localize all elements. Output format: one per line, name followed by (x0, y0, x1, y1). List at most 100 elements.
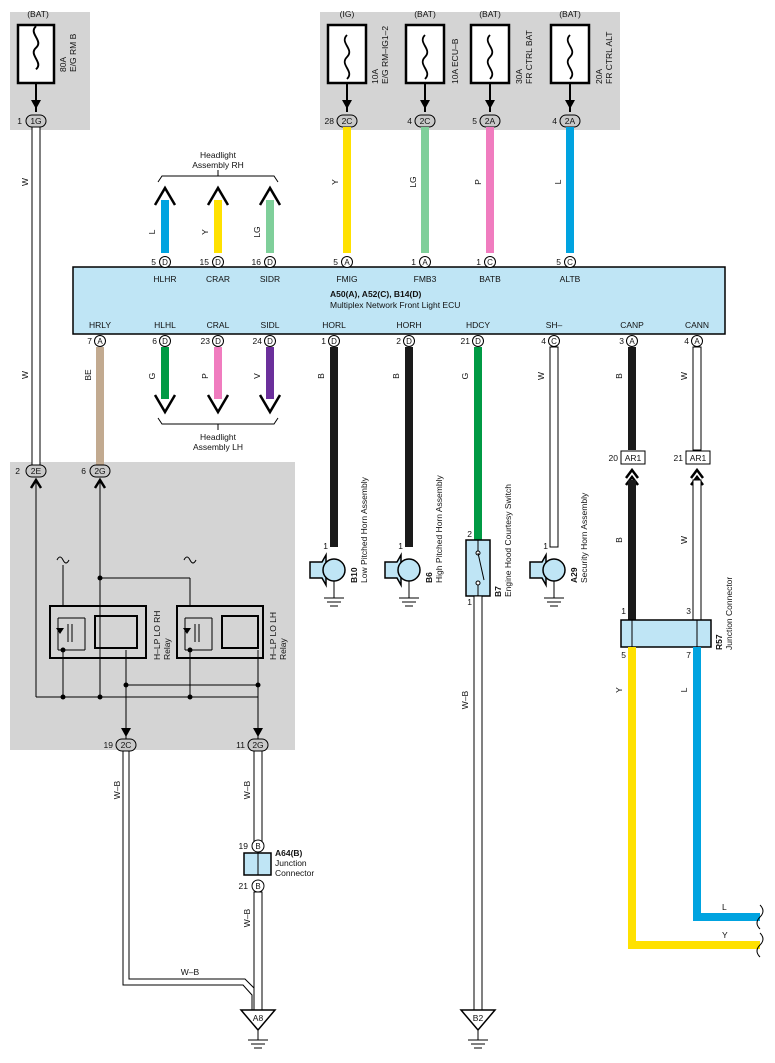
fuse-10a-ecu: (BAT) 10A ECU–B (404, 9, 460, 112)
wire-label: W–B (242, 908, 252, 927)
fuse-name: 10A ECU–B (450, 38, 460, 84)
wire-label: Y (330, 179, 340, 185)
headlight-rh-label: Assembly RH (192, 160, 243, 170)
headlight-lh-label: Assembly LH (193, 442, 243, 452)
relay-rh-label: Relay (162, 638, 172, 660)
pin-name: SIDL (261, 320, 280, 330)
wire-label: W–B (112, 780, 122, 799)
horn-b6: 1 B6 High Pitched Horn Assembly (384, 475, 444, 607)
pin-name: SIDR (260, 274, 280, 284)
pin-number: 1 (398, 541, 403, 551)
fuse-name: FR CTRL ALT (604, 32, 614, 84)
fuse-wires: W W Y LG P L (20, 126, 574, 466)
horn-id: B10 (349, 567, 359, 583)
fuse-source-label: (BAT) (559, 9, 581, 19)
pin-number: 1 (476, 257, 481, 267)
pin-name: HORH (396, 320, 421, 330)
relay-block-contents: 2 2E 6 2G (15, 464, 288, 752)
fuse-source-label: (IG) (340, 9, 355, 19)
wire-label: W (536, 372, 546, 380)
connector-code: D (267, 258, 273, 267)
pin-name: HRLY (89, 320, 111, 330)
relay-lh-label: H–LP LO LH (268, 612, 278, 660)
ecu-box (72, 266, 726, 335)
connector-code: AR1 (625, 453, 642, 463)
ground-b2: B2 (459, 1009, 497, 1049)
connector-code: D (267, 337, 273, 346)
wire-label: B (614, 537, 624, 543)
fuse-rating: 80A (58, 57, 68, 72)
pin-number: 1 (621, 606, 626, 616)
pin-number: 2 (467, 529, 472, 539)
pin-number: 2 (15, 466, 20, 476)
wire-label: P (200, 373, 210, 379)
pin-number: 11 (236, 740, 245, 750)
fuse-80a: (BAT) 80A E/G RM B (16, 9, 78, 112)
wire-label: P (473, 179, 483, 185)
wire-label: B (614, 373, 624, 379)
fuse-rating: 20A (594, 69, 604, 84)
a64-id: A64(B) (275, 848, 303, 858)
pin-number: 5 (151, 257, 156, 267)
pin-name: CANN (685, 320, 709, 330)
horn-id: A29 (569, 567, 579, 583)
wire-label: W–B (181, 967, 200, 977)
pin-name: CANP (620, 320, 644, 330)
pin-name: BATB (479, 274, 501, 284)
wire-label: V (252, 373, 262, 379)
connector-code: A (97, 337, 103, 346)
pin-number: 7 (87, 336, 92, 346)
connector-code: 2C (121, 740, 132, 750)
r57-id: R57 (714, 634, 724, 650)
connector-code: 2A (485, 116, 496, 126)
ecu-bottom-wires: BE G P V Headlight Assembly LH B B G W B… (83, 346, 702, 548)
wire-label: L (553, 179, 563, 184)
connector-code: A (629, 337, 635, 346)
wire-label: G (147, 373, 157, 380)
a64-label: Connector (275, 868, 314, 878)
ground-a8: A8 (239, 1009, 277, 1049)
pin-name: HLHL (154, 320, 176, 330)
a64-label: Junction (275, 858, 307, 868)
connector-code: 2G (94, 466, 105, 476)
wire-label: W (679, 536, 689, 544)
pin-name: HDCY (466, 320, 490, 330)
fuse-source-label: (BAT) (414, 9, 436, 19)
relay-rh-label: H–LP LO RH (152, 611, 162, 660)
fuse-source-label: (BAT) (479, 9, 501, 19)
pin-number: 3 (686, 606, 691, 616)
horn-name: Security Horn Assembly (579, 492, 589, 583)
pin-number: 21 (461, 336, 471, 346)
ground-label: A8 (253, 1013, 264, 1023)
pin-number: 6 (152, 336, 157, 346)
pin-number: 1 (323, 541, 328, 551)
connector-code: 2C (420, 116, 431, 126)
a64-junction-connector: 19 B 21 B A64(B) Junction Connector (239, 839, 314, 893)
pin-number: 5 (621, 650, 626, 660)
connector-code: C (567, 258, 573, 267)
wire-label: W (20, 178, 30, 186)
relay-lh-label: Relay (278, 638, 288, 660)
hood-switch-b7: 2 1 B7 Engine Hood Courtesy Switch W–B (460, 484, 513, 1011)
pin-name: CRAL (207, 320, 230, 330)
fuse-20a: (BAT) 20A FR CTRL ALT (549, 9, 614, 112)
connector-code: B (255, 882, 260, 891)
connector-code: 2E (31, 466, 42, 476)
pin-number: 4 (407, 116, 412, 126)
pin-name: CRAR (206, 274, 230, 284)
pin-number: 21 (674, 453, 684, 463)
fuse-name: FR CTRL BAT (524, 30, 534, 84)
horn-a29: 1 A29 Security Horn Assembly (529, 492, 589, 607)
wire-label: W (679, 372, 689, 380)
pin-number: 4 (541, 336, 546, 346)
